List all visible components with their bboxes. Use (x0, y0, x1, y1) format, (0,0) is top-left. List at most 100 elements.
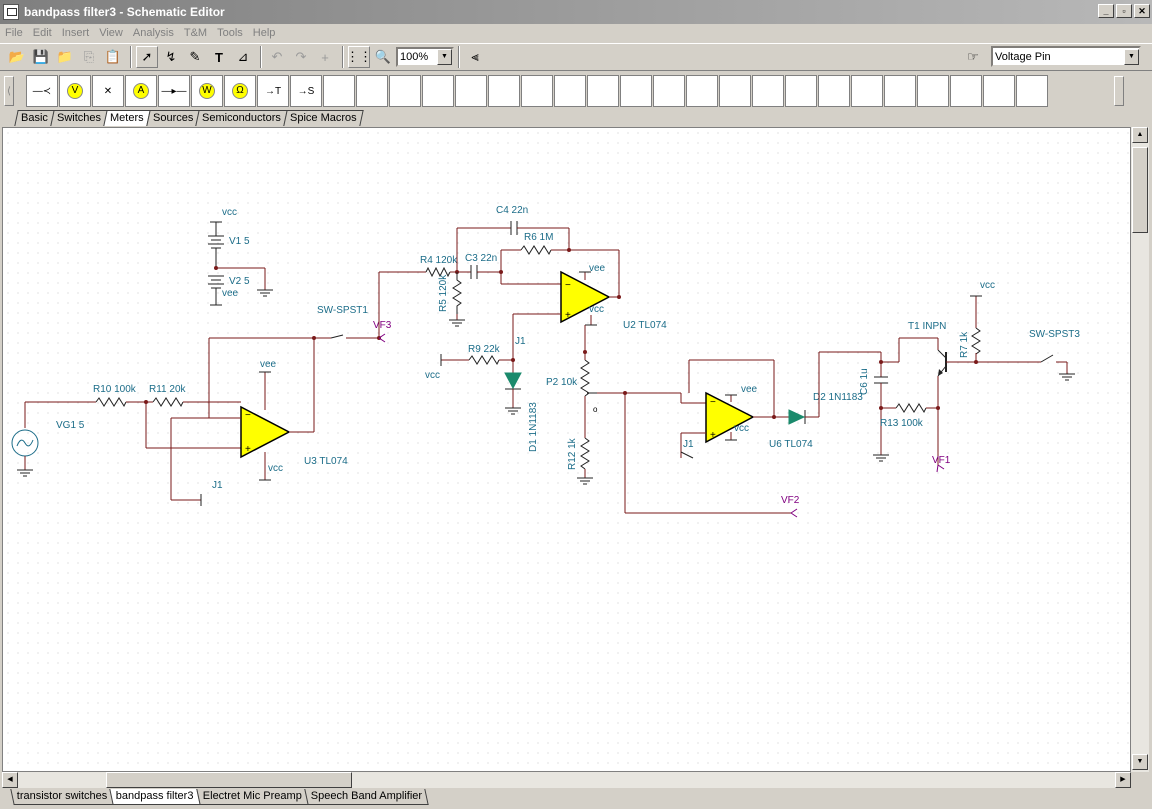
probe-icon[interactable]: ✕ (92, 75, 124, 107)
palette-slot[interactable] (785, 75, 817, 107)
menu-analysis[interactable]: Analysis (132, 27, 174, 39)
scroll-right-grip[interactable] (1114, 76, 1124, 106)
switch-sw-spst3[interactable] (976, 354, 1075, 381)
palette-slot[interactable] (356, 75, 388, 107)
text-tool-icon[interactable]: T (215, 49, 223, 65)
save-icon[interactable]: 💾 (32, 49, 50, 64)
opamp-u2[interactable] (560, 270, 611, 324)
tab-semiconductors[interactable]: Semiconductors (195, 110, 288, 126)
switch-sw-spst1[interactable] (314, 334, 381, 340)
pin-type-select[interactable]: Voltage Pin ▼ (991, 46, 1141, 67)
tab-meters[interactable]: Meters (103, 110, 151, 126)
menu-tools[interactable]: Tools (217, 27, 243, 39)
palette-slot[interactable] (323, 75, 355, 107)
menu-tm[interactable]: T&M (183, 27, 208, 39)
opamp-u3[interactable] (240, 405, 291, 459)
menu-help[interactable]: Help (252, 27, 276, 39)
diode-d1[interactable] (504, 372, 522, 390)
ohmmeter-icon[interactable]: Ω (224, 75, 256, 107)
paste-icon[interactable]: 📋 (104, 49, 122, 64)
palette-slot[interactable] (686, 75, 718, 107)
undo-icon[interactable]: ↶ (271, 49, 283, 64)
signal-source-vg1[interactable] (11, 401, 96, 477)
pencil-icon[interactable]: ✎ (189, 49, 201, 64)
wire-tool-icon[interactable]: ↯ (165, 49, 177, 64)
resistor-r4[interactable] (425, 266, 451, 278)
crosshair-icon[interactable]: + (321, 49, 329, 65)
wattmeter-icon[interactable]: W (191, 75, 223, 107)
palette-slot[interactable] (752, 75, 784, 107)
arrow-s-icon[interactable]: →S (290, 75, 322, 107)
resistor-r9[interactable] (468, 355, 500, 366)
scroll-right-icon[interactable]: ▶ (1115, 772, 1131, 788)
tab-speech-band-amplifier[interactable]: Speech Band Amplifier (304, 789, 430, 805)
opamp-u6[interactable] (705, 391, 755, 444)
palette-slot[interactable] (488, 75, 520, 107)
zoom-select[interactable]: 100% ▼ (396, 47, 454, 67)
current-arrow-icon[interactable]: —▸— (158, 75, 190, 107)
properties-icon[interactable]: ⫷ (471, 49, 479, 64)
horizontal-scrollbar[interactable]: ◀ ▶ (2, 772, 1131, 788)
tab-transistor-switches[interactable]: transistor switches (10, 789, 115, 805)
voltmeter-icon[interactable]: V (59, 75, 91, 107)
tab-sources[interactable]: Sources (145, 110, 200, 126)
potentiometer-p2[interactable] (580, 359, 590, 397)
tab-switches[interactable]: Switches (50, 110, 108, 126)
ammeter-icon[interactable]: A (125, 75, 157, 107)
palette-slot[interactable] (884, 75, 916, 107)
resistor-r12[interactable] (580, 437, 590, 470)
tab-electret-mic-preamp[interactable]: Electret Mic Preamp (196, 789, 309, 805)
palette-slot[interactable] (851, 75, 883, 107)
palette-slot[interactable] (620, 75, 652, 107)
palette-slot[interactable] (455, 75, 487, 107)
resistor-r13[interactable] (895, 403, 927, 414)
scroll-left-icon[interactable]: ⟨ (4, 76, 14, 106)
tab-bandpass-filter3[interactable]: bandpass filter3 (109, 789, 201, 805)
scroll-up-icon[interactable]: ▲ (1132, 127, 1148, 143)
open-folder-icon[interactable]: 📂 (8, 49, 26, 64)
zoom-icon[interactable]: 🔍 (374, 49, 392, 64)
copy-icon[interactable]: ⎘ (83, 49, 95, 64)
horizontal-scroll-thumb[interactable] (106, 772, 352, 788)
chevron-down-icon[interactable]: ▼ (1124, 48, 1139, 65)
scroll-down-icon[interactable]: ▼ (1132, 754, 1148, 770)
place-pin-icon[interactable]: ☞ (967, 49, 979, 64)
diode-d2[interactable] (788, 409, 806, 425)
palette-slot[interactable] (950, 75, 982, 107)
redo-icon[interactable]: ↷ (295, 49, 307, 64)
close-button[interactable]: ✕ (1134, 4, 1150, 18)
restore-button[interactable]: ▫ (1116, 4, 1132, 18)
palette-slot[interactable] (818, 75, 850, 107)
arrow-t-icon[interactable]: →T (257, 75, 289, 107)
pin-vf2[interactable]: VF2 (781, 495, 800, 506)
resistor-r7[interactable] (971, 327, 981, 355)
grid-toggle-icon[interactable]: ⋮⋮ (346, 46, 372, 68)
battery-v1[interactable] (208, 221, 273, 306)
transistor-t1[interactable] (881, 337, 976, 465)
tab-basic[interactable]: Basic (14, 110, 55, 126)
palette-slot[interactable] (917, 75, 949, 107)
app-icon[interactable] (3, 4, 19, 20)
resistor-r5[interactable] (452, 272, 462, 314)
vertical-scrollbar[interactable]: ▲ ▼ (1131, 127, 1149, 772)
chevron-down-icon[interactable]: ▼ (437, 49, 452, 65)
resistor-r11[interactable] (152, 397, 184, 408)
palette-slot[interactable] (521, 75, 553, 107)
palette-slot[interactable] (422, 75, 454, 107)
palette-slot[interactable] (389, 75, 421, 107)
palette-slot[interactable] (587, 75, 619, 107)
palette-slot[interactable] (1016, 75, 1048, 107)
component-tool-icon[interactable]: ⊿ (237, 49, 249, 64)
schematic-canvas[interactable]: vcc V1 5 V2 5 vee VG1 5 R10 100k R11 20k (2, 127, 1131, 772)
menu-view[interactable]: View (99, 27, 123, 39)
open-icon[interactable]: 📁 (56, 49, 74, 64)
scroll-left-icon[interactable]: ◀ (2, 772, 18, 788)
palette-slot[interactable] (653, 75, 685, 107)
menu-file[interactable]: File (5, 27, 23, 39)
vertical-scroll-thumb[interactable] (1132, 147, 1148, 233)
palette-slot[interactable] (983, 75, 1015, 107)
menu-insert[interactable]: Insert (61, 27, 90, 39)
resistor-r10[interactable] (95, 397, 127, 408)
voltage-pin-icon[interactable]: —≺ (26, 75, 58, 107)
tab-spice-macros[interactable]: Spice Macros (283, 110, 364, 126)
